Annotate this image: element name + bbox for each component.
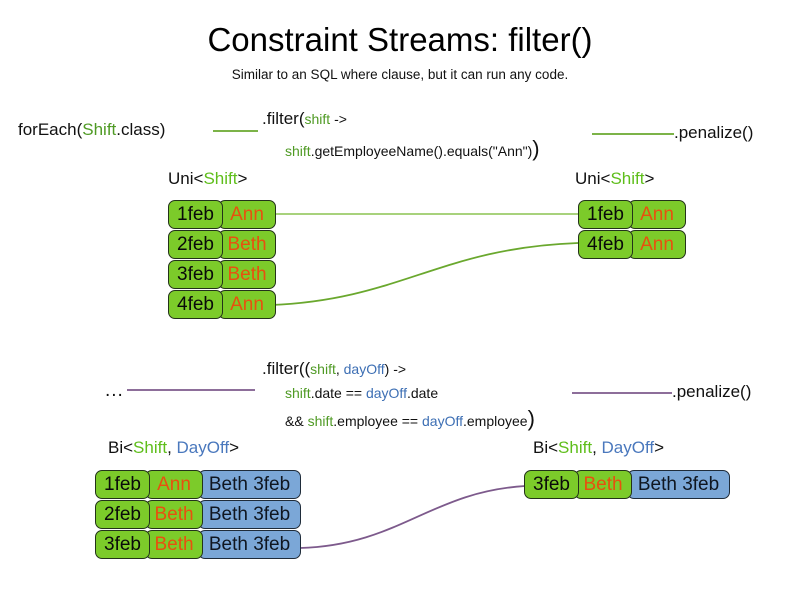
link-uni-4feb xyxy=(270,242,579,306)
tuple-date: 3feb xyxy=(95,530,150,559)
bi-in-type-a: Shift xyxy=(133,438,168,457)
foreach-suffix: .class) xyxy=(116,120,166,139)
uni-filter-call-body: shift.getEmployeeName().equals("Ann")) xyxy=(285,138,540,161)
bi-out-type-a: Shift xyxy=(558,438,593,457)
table-row[interactable]: 4feb Ann xyxy=(168,290,276,319)
uni-filter-call-head: .filter(shift -> xyxy=(262,108,347,130)
uni-out-suffix: > xyxy=(644,169,655,188)
table-row[interactable]: 3feb Beth Beth 3feb xyxy=(524,470,730,499)
uni-output-tuple-list: 1feb Ann 4feb Ann xyxy=(578,200,686,260)
uni-filter-body-param: shift xyxy=(285,143,311,159)
table-row[interactable]: 3feb Beth xyxy=(168,260,276,289)
tuple-name: Ann xyxy=(628,230,686,259)
tuple-name: Beth xyxy=(218,260,276,289)
bi-filter-condition-line-1: shift.date == dayOff.date xyxy=(285,384,438,403)
bi-out-comma: , xyxy=(592,438,602,457)
link-bi-3feb xyxy=(299,485,526,549)
uni-penalize-label: .penalize() xyxy=(674,123,754,142)
tuple-name: Beth xyxy=(145,500,203,529)
tuple-dayoff: Beth 3feb xyxy=(627,470,730,499)
uni-input-tuple-list: 1feb Ann 2feb Beth 3feb Beth 4feb Ann xyxy=(168,200,276,320)
bi-input-stream-type: Bi<Shift, DayOff> xyxy=(108,437,239,459)
tuple-date: 4feb xyxy=(578,230,633,259)
page-subtitle: Similar to an SQL where clause, but it c… xyxy=(231,67,569,82)
bi-penalize-label: .penalize() xyxy=(672,382,752,401)
bi-filter-keyword: .filter(( xyxy=(262,359,311,378)
tuple-dayoff: Beth 3feb xyxy=(198,530,301,559)
page-title: Constraint Streams: filter() xyxy=(207,21,593,58)
bi-cond2-and: && xyxy=(285,413,308,429)
tuple-date: 1feb xyxy=(95,470,150,499)
uni-filter-arrow: -> xyxy=(330,111,347,127)
tuple-name: Beth xyxy=(218,230,276,259)
bi-out-prefix: Bi< xyxy=(533,438,559,457)
table-row[interactable]: 3feb Beth Beth 3feb xyxy=(95,530,301,559)
uni-filter-keyword: .filter( xyxy=(262,109,305,128)
tuple-date: 3feb xyxy=(524,470,579,499)
bi-filter-param-b: dayOff xyxy=(343,361,385,377)
tuple-date: 3feb xyxy=(168,260,223,289)
bi-cond1-operator: .date == xyxy=(310,385,366,401)
tuple-date: 1feb xyxy=(168,200,223,229)
tuple-name: Ann xyxy=(218,200,276,229)
bi-cond1-field: .date xyxy=(406,385,439,401)
table-row[interactable]: 1feb Ann xyxy=(578,200,686,229)
tuple-name: Ann xyxy=(628,200,686,229)
bi-filter-separator: , xyxy=(335,361,344,377)
bi-cond1-param-a: shift xyxy=(285,385,311,401)
bi-in-type-b: DayOff xyxy=(176,438,230,457)
bi-out-suffix: > xyxy=(654,438,665,457)
tuple-dayoff: Beth 3feb xyxy=(198,470,301,499)
table-row[interactable]: 4feb Ann xyxy=(578,230,686,259)
uni-in-prefix: Uni< xyxy=(168,169,204,188)
uni-out-prefix: Uni< xyxy=(575,169,611,188)
uni-in-type: Shift xyxy=(203,169,238,188)
tuple-name: Beth xyxy=(574,470,632,499)
uni-filter-body-expr: .getEmployeeName().equals("Ann") xyxy=(310,143,533,159)
table-row[interactable]: 1feb Ann xyxy=(168,200,276,229)
tuple-date: 2feb xyxy=(168,230,223,259)
bi-filter-close-paren: ) xyxy=(527,406,535,431)
bi-cond2-field: .employee xyxy=(463,413,528,429)
uni-out-type: Shift xyxy=(610,169,645,188)
tuple-name: Beth xyxy=(145,530,203,559)
bi-source-ellipsis: ... xyxy=(105,380,124,401)
uni-output-stream-type: Uni<Shift> xyxy=(575,168,654,190)
table-row[interactable]: 2feb Beth xyxy=(168,230,276,259)
bi-in-prefix: Bi< xyxy=(108,438,134,457)
foreach-type: Shift xyxy=(82,120,117,139)
bi-output-tuple-list: 3feb Beth Beth 3feb xyxy=(524,470,730,500)
bi-filter-param-a: shift xyxy=(310,361,336,377)
uni-input-stream-type: Uni<Shift> xyxy=(168,168,247,190)
tuple-name: Ann xyxy=(218,290,276,319)
table-row[interactable]: 2feb Beth Beth 3feb xyxy=(95,500,301,529)
uni-filter-param: shift xyxy=(304,111,331,127)
table-row[interactable]: 1feb Ann Beth 3feb xyxy=(95,470,301,499)
bi-cond2-operator: .employee == xyxy=(333,413,422,429)
tuple-name: Ann xyxy=(145,470,203,499)
bi-input-tuple-list: 1feb Ann Beth 3feb 2feb Beth Beth 3feb 3… xyxy=(95,470,301,560)
bi-filter-arrow: ) -> xyxy=(384,361,407,377)
tuple-date: 2feb xyxy=(95,500,150,529)
tuple-date: 1feb xyxy=(578,200,633,229)
bi-output-stream-type: Bi<Shift, DayOff> xyxy=(533,437,664,459)
uni-filter-close-paren: ) xyxy=(532,136,540,161)
bi-filter-condition-line-2: && shift.employee == dayOff.employee) xyxy=(285,408,535,431)
foreach-source-label: forEach(Shift.class) xyxy=(18,119,165,141)
bi-cond2-param-b: dayOff xyxy=(422,413,463,429)
tuple-date: 4feb xyxy=(168,290,223,319)
bi-filter-call-head: .filter((shift, dayOff) -> xyxy=(262,358,406,380)
bi-in-comma: , xyxy=(167,438,177,457)
bi-cond1-param-b: dayOff xyxy=(365,385,407,401)
bi-out-type-b: DayOff xyxy=(601,438,655,457)
bi-cond2-param-a: shift xyxy=(307,413,334,429)
bi-in-suffix: > xyxy=(229,438,240,457)
tuple-dayoff: Beth 3feb xyxy=(198,500,301,529)
foreach-prefix: forEach( xyxy=(18,120,83,139)
uni-in-suffix: > xyxy=(237,169,248,188)
